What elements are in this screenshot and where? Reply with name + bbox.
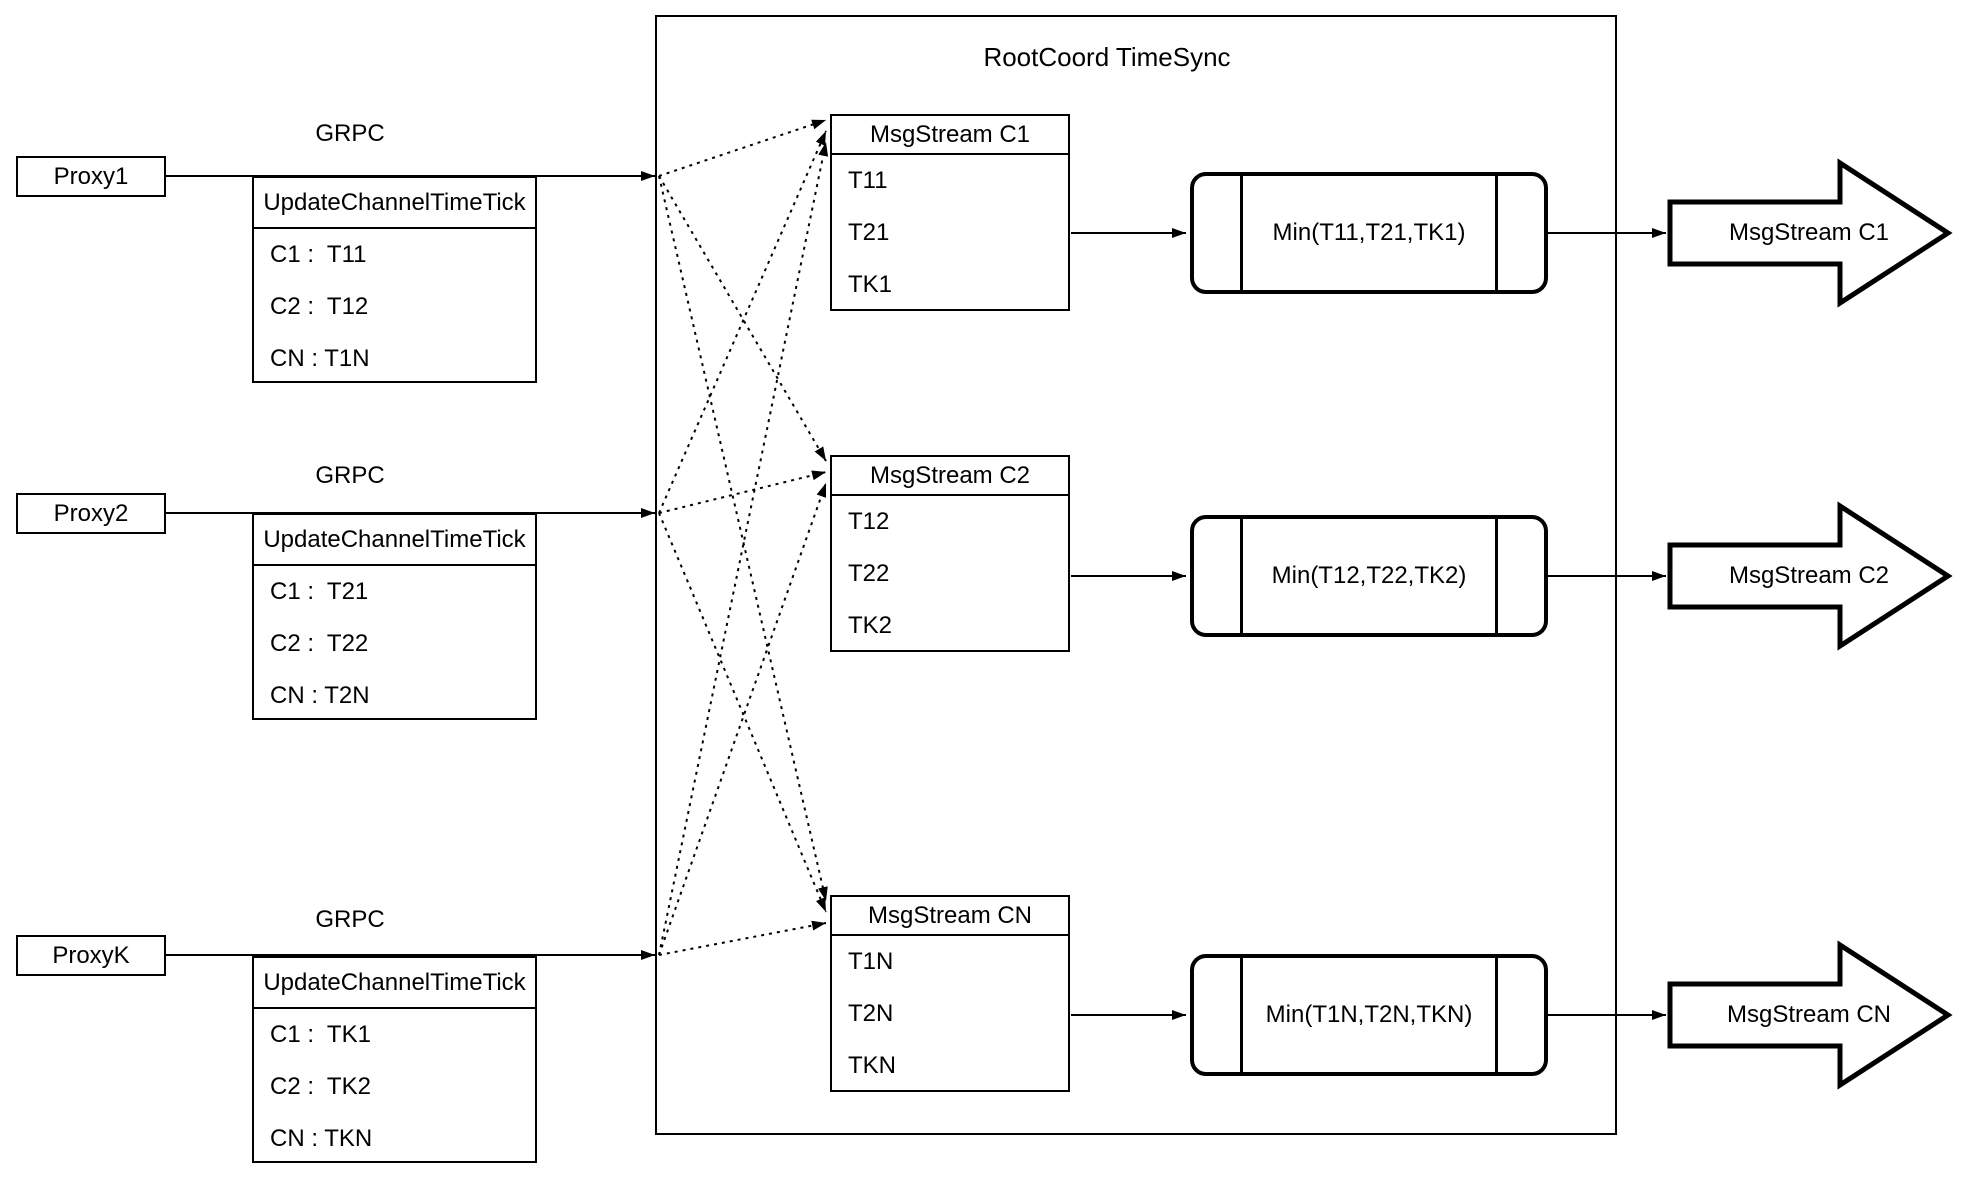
update-channel-timetick-table-2: UpdateChannelTimeTick C1 : T21 C2 : T22 … — [252, 513, 537, 720]
output-arrow-cn-label: MsgStream CN — [1726, 1001, 1892, 1028]
table3-row-c1: C1 : TK1 — [270, 1021, 371, 1048]
min-box-2-label: Min(T12,T22,TK2) — [1271, 562, 1467, 589]
proxy2-label: Proxy2 — [53, 499, 129, 527]
min-box-2: Min(T12,T22,TK2) — [1190, 515, 1548, 637]
msgstream-c1-row-2: T21 — [848, 219, 890, 246]
min-box-1-label: Min(T11,T21,TK1) — [1272, 219, 1466, 246]
proxy2-box: Proxy2 — [16, 493, 166, 534]
min-box-2-right-divider — [1495, 519, 1498, 633]
table3-row-cn: CN : TKN — [270, 1125, 373, 1152]
msgstream-c2-row-2: T22 — [848, 560, 890, 587]
update-channel-timetick-table-3: UpdateChannelTimeTick C1 : TK1 C2 : TK2 … — [252, 956, 537, 1163]
msgstream-cn-header: MsgStream CN — [832, 897, 1068, 936]
table1-row-c1: C1 : T11 — [270, 241, 367, 268]
msgstream-c1-row-3: TK1 — [848, 271, 893, 298]
min-box-1-left-divider — [1240, 176, 1243, 290]
min-box-1-right-divider — [1495, 176, 1498, 290]
grpc-label-1: GRPC — [315, 120, 385, 147]
proxy1-box: Proxy1 — [16, 156, 166, 197]
output-arrow-c2-label: MsgStream C2 — [1728, 562, 1890, 589]
min-box-3: Min(T1N,T2N,TKN) — [1190, 954, 1548, 1076]
update-channel-timetick-table-1: UpdateChannelTimeTick C1 : T11 C2 : T12 … — [252, 176, 537, 383]
table2-row-cn: CN : T2N — [270, 682, 370, 709]
table1-row-c2: C2 : T12 — [270, 293, 369, 320]
table2-row-c2: C2 : T22 — [270, 630, 369, 657]
output-arrow-c1-label: MsgStream C1 — [1728, 219, 1890, 246]
table3-header: UpdateChannelTimeTick — [254, 958, 535, 1009]
proxyk-label: ProxyK — [52, 941, 130, 969]
msgstream-c1-header: MsgStream C1 — [832, 116, 1068, 155]
msgstream-c2-header: MsgStream C2 — [832, 457, 1068, 496]
table2-header: UpdateChannelTimeTick — [254, 515, 535, 566]
min-box-3-right-divider — [1495, 958, 1498, 1072]
grpc-label-3: GRPC — [315, 906, 385, 933]
table1-row-cn: CN : T1N — [270, 345, 370, 372]
msgstream-cn-row-2: T2N — [848, 1000, 894, 1027]
msgstream-cn-table: MsgStream CN T1N T2N TKN — [830, 895, 1070, 1092]
table3-row-c2: C2 : TK2 — [270, 1073, 371, 1100]
min-box-3-label: Min(T1N,T2N,TKN) — [1265, 1001, 1473, 1028]
msgstream-c2-table: MsgStream C2 T12 T22 TK2 — [830, 455, 1070, 652]
msgstream-c2-row-1: T12 — [848, 508, 890, 535]
msgstream-c2-row-3: TK2 — [848, 612, 893, 639]
msgstream-c1-row-1: T11 — [848, 167, 888, 194]
min-box-1: Min(T11,T21,TK1) — [1190, 172, 1548, 294]
msgstream-cn-row-1: T1N — [848, 948, 894, 975]
min-box-3-left-divider — [1240, 958, 1243, 1072]
msgstream-cn-row-3: TKN — [848, 1052, 896, 1079]
msgstream-c1-table: MsgStream C1 T11 T21 TK1 — [830, 114, 1070, 311]
table2-row-c1: C1 : T21 — [270, 578, 369, 605]
rootcoord-title: RootCoord TimeSync — [983, 41, 1231, 72]
min-box-2-left-divider — [1240, 519, 1243, 633]
proxyk-box: ProxyK — [16, 935, 166, 976]
grpc-label-2: GRPC — [315, 462, 385, 489]
proxy1-label: Proxy1 — [53, 162, 129, 190]
table1-header: UpdateChannelTimeTick — [254, 178, 535, 229]
